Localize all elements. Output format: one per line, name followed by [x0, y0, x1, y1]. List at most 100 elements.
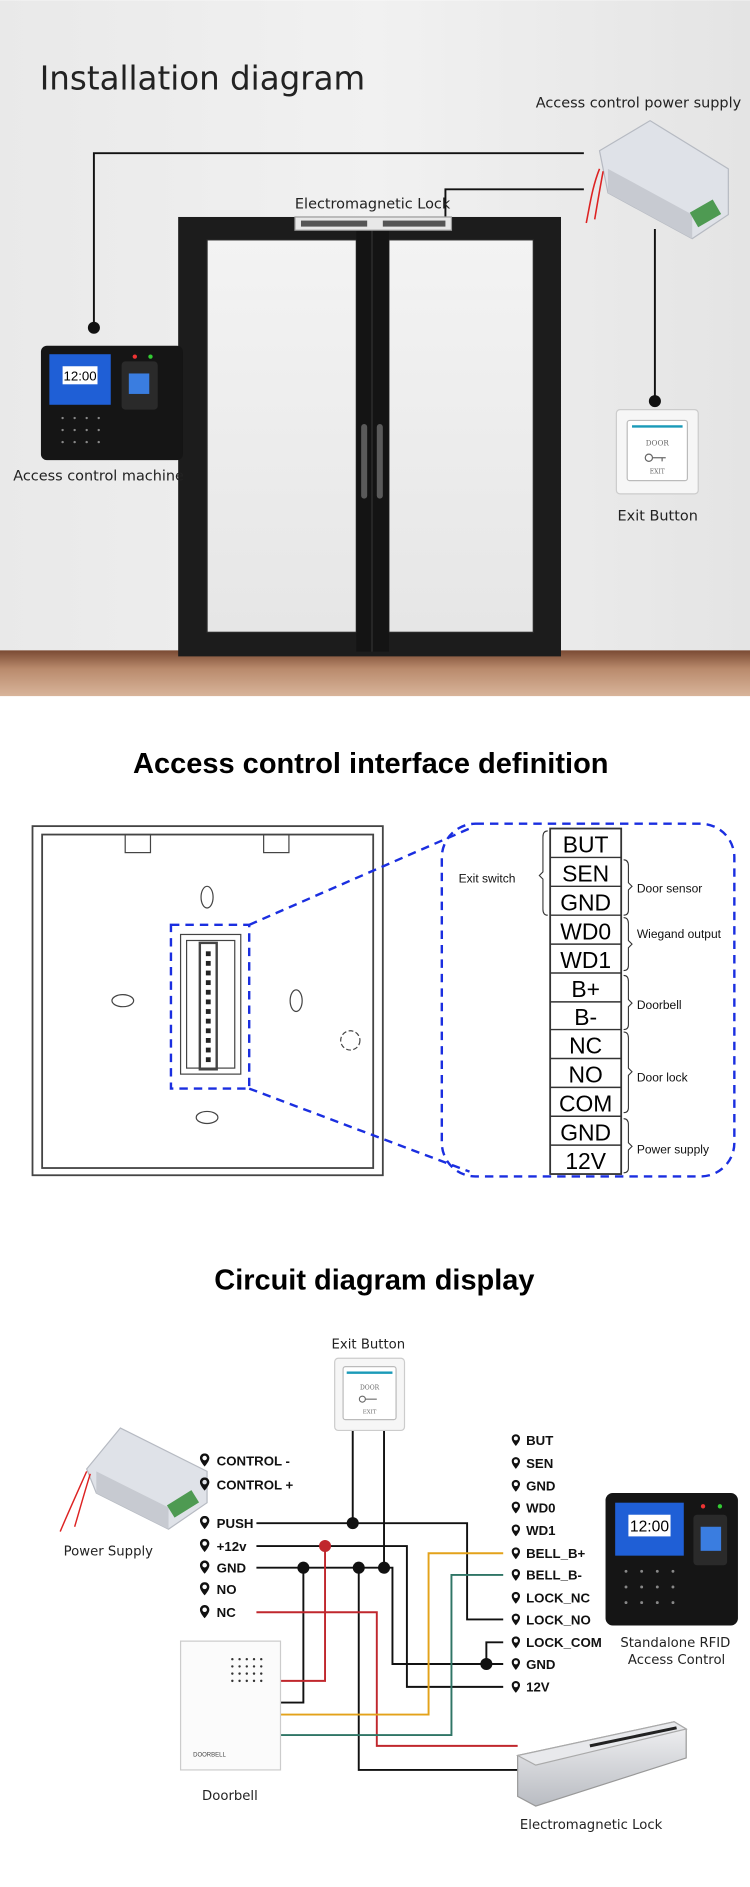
controller-terminal-gnd: GND — [526, 1479, 555, 1494]
power-terminal-control-plus: CONTROL + — [217, 1477, 294, 1492]
label-doorbell: Doorbell — [637, 998, 682, 1012]
pin-icon — [511, 1636, 521, 1649]
interface-title: Access control interface definition — [133, 748, 609, 780]
exit-button-label: Exit Button — [618, 508, 698, 524]
pin-icon — [511, 1569, 521, 1581]
circuit-lock-label: Electromagnetic Lock — [520, 1818, 663, 1833]
power-terminal-12v: +12v — [217, 1539, 247, 1554]
power-terminal-push: PUSH — [217, 1516, 254, 1531]
wire-junction — [480, 1657, 493, 1671]
pin-icon — [511, 1658, 521, 1670]
pin-icon — [199, 1515, 210, 1530]
pin-icon — [511, 1479, 521, 1492]
pin-icon — [199, 1560, 210, 1574]
circuit-wires — [256, 1430, 518, 1771]
installation-section: Installation diagram Electromagnetic Loc… — [0, 0, 750, 697]
circuit-power-supply-device — [59, 1427, 208, 1532]
installation-wires — [92, 152, 656, 402]
controller-terminal-lock-com: LOCK_COM — [526, 1635, 602, 1650]
wire-junction — [319, 1540, 332, 1553]
exit-button-door-text: DOOR — [360, 1385, 380, 1392]
rfid-label-line-2: Access Control — [628, 1653, 725, 1668]
electromagnetic-lock-device — [294, 216, 453, 231]
pin-icon — [199, 1538, 210, 1553]
label-wiegand-output: Wiegand output — [637, 927, 722, 941]
terminal-no: NO — [569, 1062, 603, 1088]
exit-button-door-text: DOOR — [646, 439, 670, 448]
circuit-exit-button-label: Exit Button — [332, 1338, 406, 1353]
controller-terminal-wd1: WD1 — [526, 1523, 555, 1538]
controller-terminal-gnd-2: GND — [526, 1657, 555, 1672]
floor — [0, 650, 750, 697]
label-exit-switch: Exit switch — [459, 872, 516, 886]
pin-icon — [199, 1605, 210, 1619]
terminal-wd1: WD1 — [560, 947, 611, 973]
pin-icon — [511, 1457, 521, 1469]
controller-terminal-12v: 12V — [526, 1680, 550, 1695]
reader-back-panel — [31, 825, 384, 1177]
power-terminal-nc: NC — [217, 1605, 237, 1620]
circuit-power-supply-label: Power Supply — [64, 1545, 153, 1560]
terminal-sen: SEN — [562, 861, 609, 887]
terminal-com: COM — [559, 1090, 612, 1116]
rfid-label-line-1: Standalone RFID — [620, 1636, 730, 1651]
terminal-gnd: GND — [560, 889, 611, 915]
exit-button-device: DOOR EXIT — [615, 408, 699, 495]
power-supply-device — [585, 119, 729, 240]
power-terminal-no: NO — [217, 1582, 237, 1597]
controller-terminal-lock-nc: LOCK_NC — [526, 1591, 590, 1606]
doorbell-brand: DOORBELL — [193, 1753, 226, 1759]
wire-junction — [346, 1517, 359, 1530]
pin-icon — [511, 1501, 521, 1514]
doorbell-label: Doorbell — [202, 1789, 258, 1804]
terminal-gnd-2: GND — [560, 1119, 611, 1145]
controller-terminal-lock-no: LOCK_NO — [526, 1612, 591, 1627]
pin-icon — [511, 1680, 521, 1693]
pin-icon — [199, 1582, 210, 1596]
installation-title: Installation diagram — [40, 59, 365, 97]
key-icon — [644, 453, 666, 462]
terminal-12v: 12V — [565, 1148, 606, 1174]
key-icon — [358, 1395, 377, 1403]
label-door-lock: Door lock — [637, 1070, 689, 1084]
lock-label: Electromagnetic Lock — [295, 197, 451, 213]
power-terminal-control-minus: CONTROL - — [217, 1453, 290, 1468]
controller-terminal-list: BUT SEN GND WD0 WD1 BELL_B+ BELL_B- LOCK… — [511, 1433, 602, 1695]
controller-terminal-wd0: WD0 — [526, 1500, 555, 1515]
pin-icon — [511, 1434, 521, 1446]
machine-label: Access control machine — [13, 469, 184, 485]
rfid-access-control-device: 12:00 — [605, 1493, 738, 1626]
pin-icon — [511, 1524, 521, 1537]
exit-button-exit-text: EXIT — [363, 1410, 377, 1416]
controller-terminal-bell-b-plus: BELL_B+ — [526, 1546, 585, 1561]
wire-junction — [352, 1561, 365, 1574]
connector-pins — [205, 951, 211, 1063]
power-supply-label: Access control power supply — [536, 95, 742, 111]
terminal-b-minus: B- — [574, 1004, 597, 1030]
controller-terminal-sen: SEN — [526, 1456, 553, 1471]
pin-icon — [511, 1547, 521, 1560]
door-handle[interactable] — [361, 424, 368, 499]
circuit-exit-button-device: DOOR EXIT — [334, 1357, 406, 1432]
doorbell-device: DOORBELL — [179, 1640, 282, 1771]
circuit-title: Circuit diagram display — [214, 1265, 534, 1297]
label-door-sensor: Door sensor — [637, 881, 702, 895]
rfid-clock: 12:00 — [630, 1519, 669, 1536]
circuit-electromagnetic-lock-device — [515, 1721, 688, 1807]
wire-junction — [297, 1561, 310, 1574]
zoom-callout — [169, 822, 736, 1178]
wire-junction — [648, 395, 661, 408]
power-terminal-list: CONTROL - CONTROL + PUSH +12v GND NO NC — [199, 1453, 294, 1620]
exit-button-exit-text: EXIT — [650, 468, 665, 475]
access-control-machine: 12:00 — [40, 345, 183, 461]
terminal-nc: NC — [569, 1033, 602, 1059]
door-handle[interactable] — [376, 424, 383, 499]
controller-terminal-bell-b-minus: BELL_B- — [526, 1568, 582, 1583]
pin-icon — [511, 1591, 521, 1604]
terminal-b-plus: B+ — [571, 976, 600, 1002]
group-braces — [538, 830, 633, 1174]
terminal-block: BUT SEN GND WD0 WD1 B+ B- NC NO COM GND … — [549, 827, 623, 1175]
circuit-section: Circuit diagram display — [59, 1265, 738, 1833]
wire-junction — [378, 1561, 391, 1574]
